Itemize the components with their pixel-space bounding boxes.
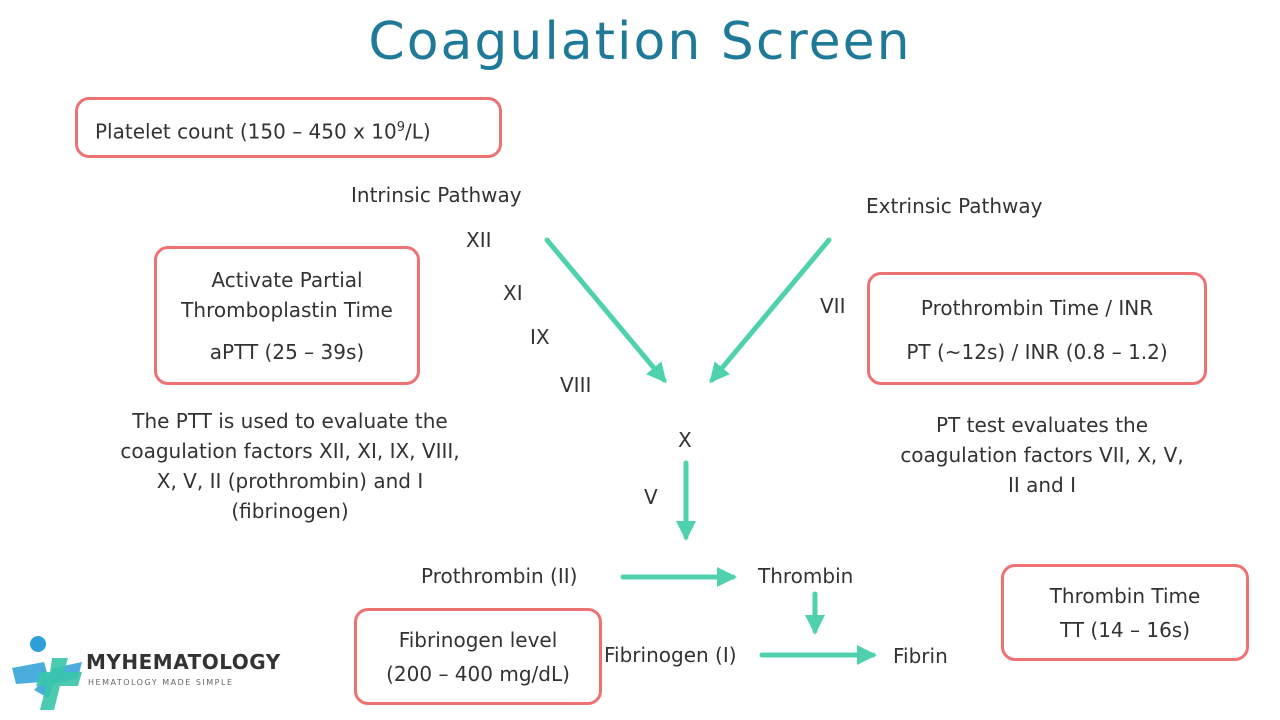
factor-ix-label: IX (530, 325, 550, 349)
factor-xi-label: XI (503, 281, 523, 305)
ptt-description: The PTT is used to evaluate the coagulat… (70, 406, 510, 526)
pt-description-line: coagulation factors VII, X, V, (900, 443, 1184, 467)
extrinsic-arrow (709, 237, 832, 384)
aptt-box: Activate Partial Thromboplastin Time aPT… (154, 246, 420, 385)
pt-description-line: PT test evaluates the (935, 413, 1149, 437)
thrombin-time-range: TT (14 – 16s) (1059, 618, 1191, 642)
platelet-count-box: Platelet count (150 – 450 x 109/L) (75, 97, 502, 158)
page-title: Coagulation Screen (368, 12, 912, 72)
aptt-title-line2: Thromboplastin Time (181, 298, 393, 322)
prothrombin-label: Prothrombin (II) (421, 564, 578, 588)
fibrinogen-level-range: (200 – 400 mg/dL) (386, 662, 570, 686)
fibrin-label: Fibrin (893, 644, 948, 668)
platelet-count-unit: /L) (405, 119, 431, 144)
factor-vii-label: VII (820, 294, 846, 318)
factor-v-label: V (644, 485, 658, 509)
factor-x-label: X (678, 428, 692, 452)
brand-name: MYHEMATOLOGY (86, 650, 281, 674)
extrinsic-pathway-label: Extrinsic Pathway (866, 194, 1043, 218)
aptt-range: aPTT (25 – 39s) (209, 340, 365, 364)
pt-inr-range: PT (~12s) / INR (0.8 – 1.2) (906, 340, 1168, 364)
thrombin-time-box: Thrombin Time TT (14 – 16s) (1001, 564, 1249, 661)
fibrinogen-label: Fibrinogen (I) (604, 643, 737, 667)
pt-inr-title: Prothrombin Time / INR (920, 296, 1154, 320)
intrinsic-arrow (544, 237, 667, 384)
ptt-description-line: (fibrinogen) (231, 499, 349, 523)
fibrinogen-level-box: Fibrinogen level (200 – 400 mg/dL) (354, 608, 602, 705)
platelet-count-exponent: 9 (396, 120, 406, 135)
ptt-description-line: X, V, II (prothrombin) and I (156, 469, 424, 493)
factor-xii-label: XII (466, 228, 492, 252)
fibrinogen-level-title: Fibrinogen level (398, 628, 558, 652)
pt-inr-box: Prothrombin Time / INR PT (~12s) / INR (… (867, 272, 1207, 385)
myhematology-logo-icon (12, 636, 82, 710)
factor-viii-label: VIII (560, 373, 592, 397)
aptt-title-line1: Activate Partial (211, 268, 363, 292)
pt-description-line: II and I (1007, 473, 1077, 497)
thrombin-time-title: Thrombin Time (1049, 584, 1201, 608)
thrombin-label: Thrombin (758, 564, 854, 588)
pt-description: PT test evaluates the coagulation factor… (862, 410, 1222, 500)
platelet-count-text: Platelet count (150 – 450 x 10 (95, 119, 397, 144)
ptt-description-line: The PTT is used to evaluate the (132, 409, 448, 433)
brand-tagline: HEMATOLOGY MADE SIMPLE (88, 678, 234, 687)
ptt-description-line: coagulation factors XII, XI, IX, VIII, (120, 439, 460, 463)
intrinsic-pathway-label: Intrinsic Pathway (351, 183, 522, 207)
